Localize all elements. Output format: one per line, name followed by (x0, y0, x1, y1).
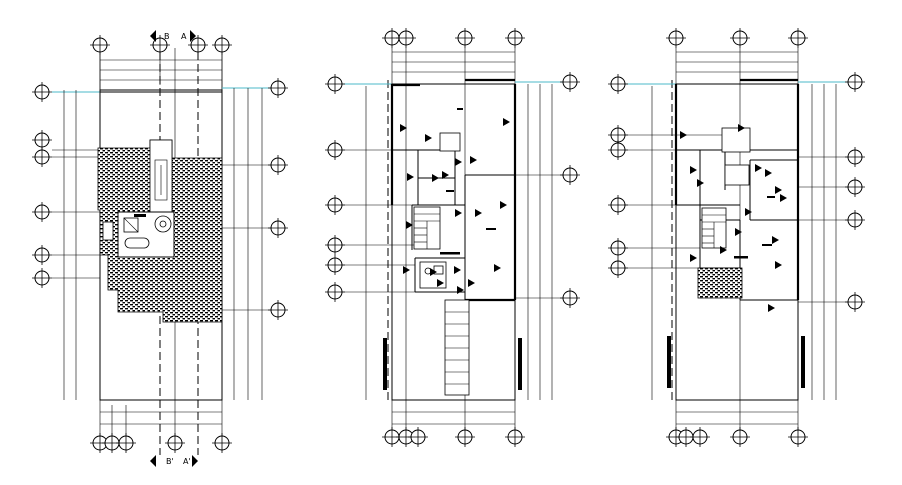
level-marker-icon (457, 286, 464, 294)
level-marker-icon (403, 266, 410, 274)
level-marker-icon (470, 156, 477, 164)
section-label-b-top: B (164, 32, 170, 41)
level-marker-icon (690, 254, 697, 262)
level-marker-icon (697, 179, 704, 187)
level-marker-icon (745, 208, 752, 216)
stair-icon (413, 206, 441, 250)
level-marker-icon (735, 228, 742, 236)
level-marker-icon (690, 166, 697, 174)
grid-bubbles (32, 28, 865, 453)
level-marker-icon (780, 194, 787, 202)
ground-floor-plan (342, 48, 570, 436)
section-marker-top: B A (150, 30, 196, 42)
level-marker-icon (430, 268, 437, 276)
stair-icon (701, 207, 727, 249)
level-marker-icon (775, 261, 782, 269)
level-marker-icon (738, 124, 745, 132)
roof-plan (52, 40, 278, 455)
level-marker-icon (680, 131, 687, 139)
level-marker-icon (455, 209, 462, 217)
level-marker-icon (400, 124, 407, 132)
level-marker-icon (768, 304, 775, 312)
level-marker-icon (775, 186, 782, 194)
level-marker-icon (406, 221, 413, 229)
level-marker-icon (455, 158, 462, 166)
level-marker-icon (407, 173, 414, 181)
level-marker-icon (772, 236, 779, 244)
level-marker-icon (442, 171, 449, 179)
steps (444, 299, 470, 396)
top-dimensions (99, 55, 223, 90)
level-marker-icon (425, 134, 432, 142)
level-marker-icon (503, 118, 510, 126)
level-marker-icon (500, 201, 507, 209)
terrace-hatch (697, 267, 743, 299)
level-marker-icon (765, 169, 772, 177)
level-marker-icon (468, 279, 475, 287)
right-dimensions (233, 88, 263, 400)
level-marker-icon (454, 266, 461, 274)
section-label-b-bottom: B' (166, 457, 174, 466)
level-marker-icon (494, 264, 501, 272)
section-label-a-top: A (181, 32, 187, 41)
section-marker-bottom: B' A' (150, 455, 198, 467)
level-marker-icon (432, 174, 439, 182)
level-marker-icon (437, 279, 444, 287)
level-marker-icon (475, 209, 482, 217)
level-markers (400, 118, 787, 312)
level-marker-icon (755, 164, 762, 172)
section-label-a-bottom: A' (183, 457, 191, 466)
upper-floor-plan (625, 48, 855, 436)
level-marker-icon (720, 246, 727, 254)
